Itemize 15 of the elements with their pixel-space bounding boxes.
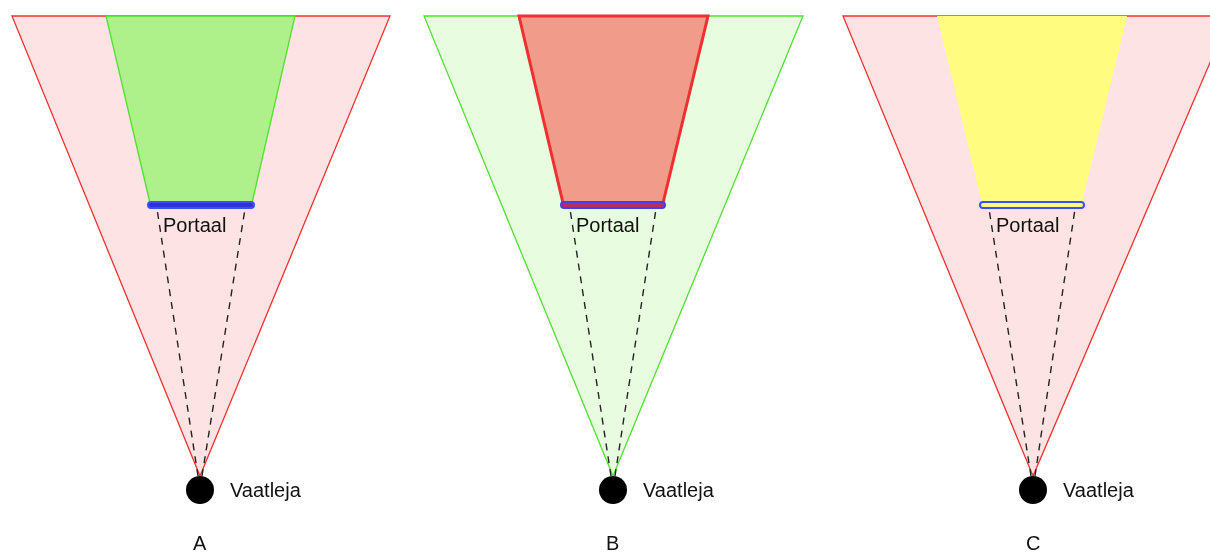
portal-label: Portaal bbox=[576, 214, 640, 236]
panel-letter: C bbox=[1026, 532, 1041, 552]
observer-dot bbox=[186, 476, 214, 504]
portal-bar bbox=[979, 201, 1085, 209]
portal-label: Portaal bbox=[163, 214, 227, 236]
observer-label: Vaatleja bbox=[1063, 479, 1134, 501]
observer-dot bbox=[1019, 476, 1047, 504]
panel-letter: A bbox=[193, 532, 207, 552]
portal-bar bbox=[560, 201, 666, 209]
observer-dot bbox=[599, 476, 627, 504]
portal-bar bbox=[147, 201, 255, 209]
observer-label: Vaatleja bbox=[643, 479, 714, 501]
portal-label: Portaal bbox=[996, 214, 1060, 236]
panel-letter: B bbox=[606, 532, 620, 552]
observer-label: Vaatleja bbox=[230, 479, 301, 501]
